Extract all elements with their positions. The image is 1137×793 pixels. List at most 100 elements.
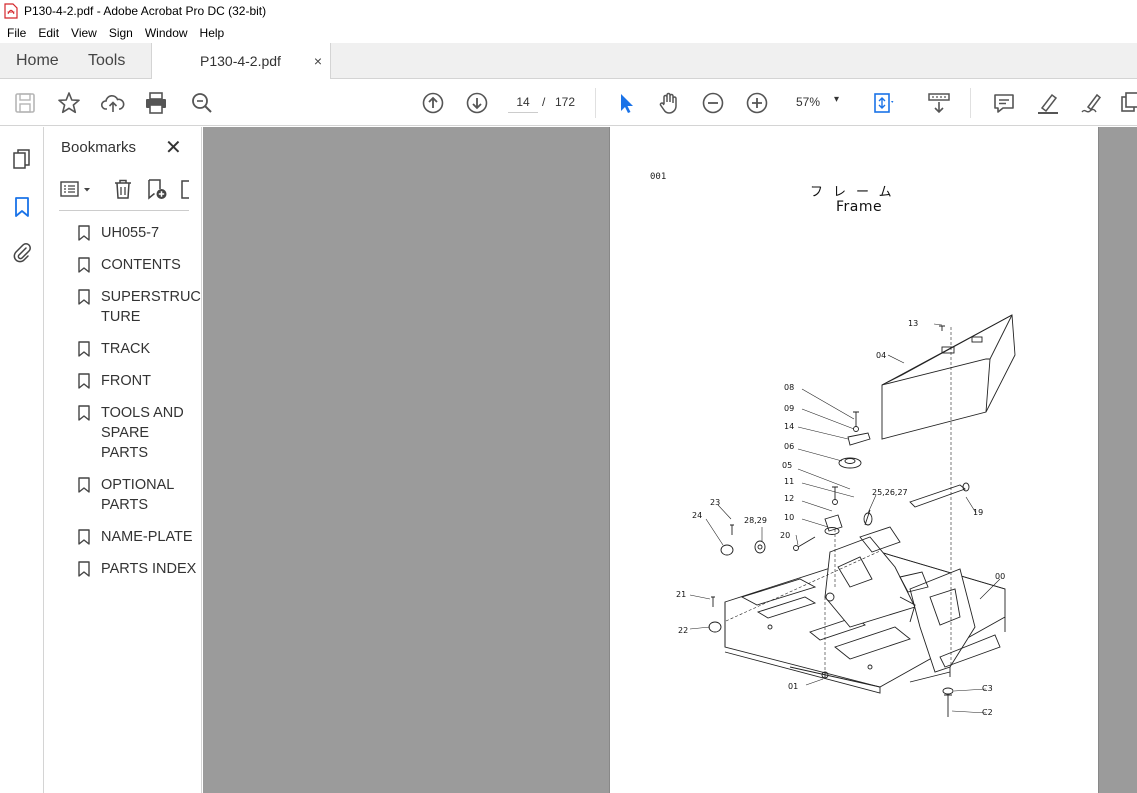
bookmark-icon (78, 529, 90, 545)
callout-labels: 13 04 08 09 14 06 05 11 12 10 25,26,27 1… (676, 319, 1005, 717)
bookmarks-panel: Bookmarks ✕ UH055-7 CONTENTS SUPERSTRUC … (45, 127, 202, 793)
bookmark-label: CONTENTS (101, 257, 181, 273)
tab-home[interactable]: Home (16, 52, 59, 69)
callout-label: 08 (784, 383, 794, 392)
star-icon[interactable] (56, 90, 82, 116)
new-bookmark-icon[interactable] (145, 177, 169, 201)
bookmarks-toolbar (59, 175, 189, 211)
bookmark-item[interactable]: CONTENTS (45, 255, 201, 275)
close-tab-icon[interactable]: × (313, 53, 322, 69)
document-viewer[interactable]: 001 フレーム Frame (203, 127, 1137, 793)
bookmark-icon (78, 405, 90, 421)
pdf-page: 001 フレーム Frame (609, 127, 1099, 793)
callout-label: 06 (784, 442, 794, 451)
toolbar-divider (970, 88, 971, 118)
highlight-icon[interactable] (1035, 90, 1061, 116)
bookmark-item[interactable]: TRACK (45, 339, 201, 359)
close-panel-icon[interactable]: ✕ (165, 137, 182, 159)
fit-page-icon[interactable] (870, 90, 896, 116)
bookmark-icon (78, 341, 90, 357)
bookmarks-title: Bookmarks (61, 139, 137, 156)
zoom-search-icon[interactable] (189, 90, 215, 116)
vertical-scrollbar[interactable] (1131, 127, 1137, 793)
bookmark-label: NAME-PLATE (101, 529, 193, 545)
comment-icon[interactable] (991, 90, 1017, 116)
bookmark-label: TOOLS AND SPARE PARTS (101, 405, 184, 461)
callout-label: 28,29 (744, 516, 767, 525)
menu-sign[interactable]: Sign (108, 25, 133, 40)
bookmark-item[interactable]: NAME-PLATE (45, 527, 201, 547)
menu-bar: File Edit View Sign Window Help (0, 22, 1137, 43)
bookmark-item[interactable]: UH055-7 (45, 223, 201, 243)
zoom-in-icon[interactable] (744, 90, 770, 116)
more-icon[interactable] (1118, 90, 1137, 116)
upload-icon[interactable] (100, 90, 126, 116)
bookmark-icon (78, 289, 90, 305)
frame-drawing (724, 526, 1006, 694)
bookmark-item[interactable]: FRONT (45, 371, 201, 391)
save-icon[interactable] (12, 90, 38, 116)
leader-lines (689, 323, 1001, 714)
bookmark-label: UH055-7 (101, 225, 160, 241)
bookmark-options-icon[interactable] (59, 177, 90, 201)
bookmark-label: PARTS INDEX (101, 561, 197, 577)
callout-label: 05 (782, 461, 792, 470)
bookmark-label: FRONT (101, 373, 151, 389)
callout-label: 23 (710, 498, 720, 507)
counterweight-drawing (881, 314, 1016, 440)
hand-icon[interactable] (656, 90, 682, 116)
page-up-icon[interactable] (420, 90, 446, 116)
tab-tools[interactable]: Tools (88, 52, 126, 69)
callout-label: 10 (784, 513, 794, 522)
bookmark-item[interactable]: PARTS INDEX (45, 559, 201, 579)
page-thumbnails-icon[interactable] (10, 147, 34, 171)
delete-bookmark-icon[interactable] (111, 177, 135, 201)
page-title-japanese: フレーム (810, 185, 902, 200)
menu-help[interactable]: Help (199, 25, 225, 40)
callout-label: 12 (784, 494, 794, 503)
menu-view[interactable]: View (71, 25, 97, 40)
callout-label: 22 (678, 626, 688, 635)
bookmark-item[interactable]: TOOLS AND SPARE PARTS (45, 403, 201, 463)
bookmark-icon (78, 257, 90, 273)
callout-label: C3 (982, 684, 993, 693)
zoom-dropdown-icon[interactable]: ▾ (834, 94, 840, 105)
toolbar-divider (595, 88, 596, 118)
bookmark-label: SUPERSTRUC TURE (101, 289, 201, 325)
select-cursor-icon[interactable] (613, 90, 639, 116)
bookmark-label: TRACK (101, 341, 151, 357)
callout-label: C2 (982, 708, 993, 717)
more-bookmark-tools-icon[interactable] (179, 177, 189, 201)
hardware-drawing (708, 325, 970, 717)
callout-label: 20 (780, 531, 790, 540)
scroll-mode-icon[interactable] (926, 90, 952, 116)
attachments-icon[interactable] (10, 240, 34, 264)
document-tab-label: P130-4-2.pdf (200, 53, 281, 69)
left-rail (0, 127, 44, 793)
acrobat-pdf-icon (4, 3, 18, 19)
zoom-level[interactable]: 57% (796, 95, 821, 109)
page-down-icon[interactable] (464, 90, 490, 116)
sign-icon[interactable] (1079, 90, 1105, 116)
page-number-input[interactable] (508, 91, 538, 113)
tab-document[interactable]: P130-4-2.pdf × (151, 43, 331, 79)
callout-label: 01 (788, 682, 798, 691)
bookmark-icon (78, 373, 90, 389)
bookmark-item[interactable]: OPTIONAL PARTS (45, 475, 201, 515)
bookmark-icon (78, 561, 90, 577)
callout-label: 04 (876, 351, 886, 360)
menu-window[interactable]: Window (144, 25, 188, 40)
menu-edit[interactable]: Edit (38, 25, 60, 40)
bookmark-item[interactable]: SUPERSTRUC TURE (45, 287, 201, 327)
print-icon[interactable] (143, 90, 169, 116)
menu-file[interactable]: File (7, 25, 27, 40)
bookmark-panel-icon[interactable] (10, 195, 34, 219)
main-toolbar: / 172 57% ▾ (0, 80, 1137, 126)
callout-label: 14 (784, 422, 794, 431)
callout-label: 13 (908, 319, 918, 328)
zoom-out-icon[interactable] (700, 90, 726, 116)
callout-label: 09 (784, 404, 794, 413)
page-title: Frame (836, 199, 883, 215)
callout-label: 21 (676, 590, 686, 599)
page-separator: / (542, 95, 546, 109)
